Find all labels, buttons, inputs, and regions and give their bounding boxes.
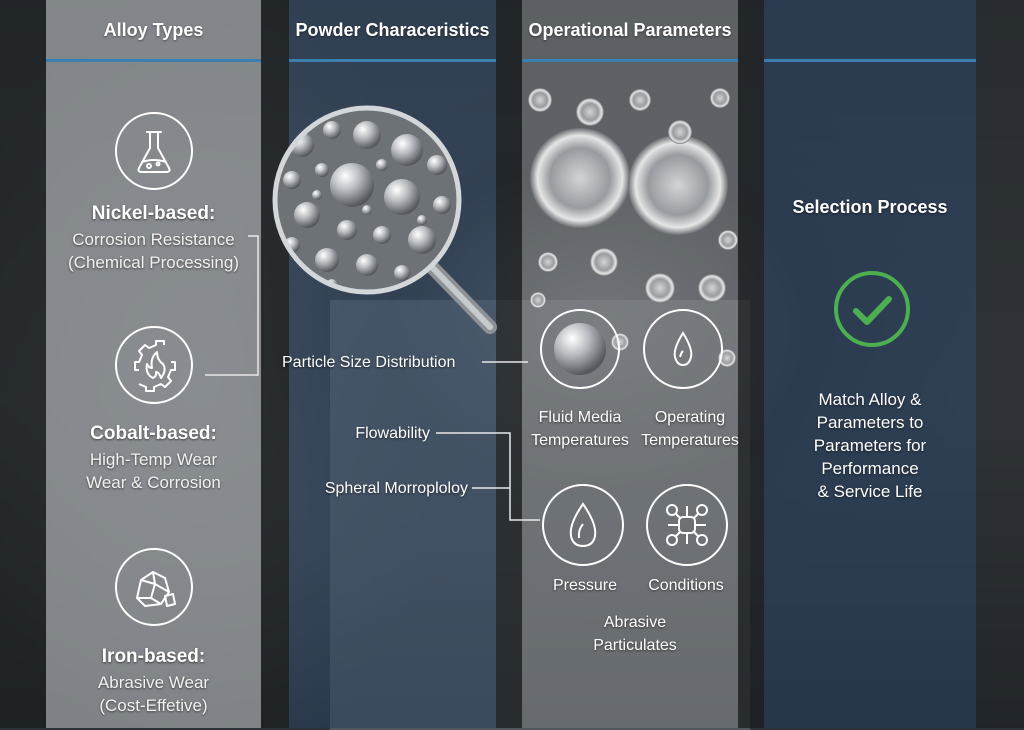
sphere-icon: [540, 309, 620, 389]
column-rule: [46, 59, 261, 62]
alloy-desc-iron-1: Abrasive Wear: [97, 673, 210, 692]
droplet-icon: [643, 309, 723, 389]
alloy-desc-cobalt-2: Wear & Corrosion: [86, 473, 221, 492]
background-pillar-right: [976, 0, 1024, 728]
selection-text-2: Parameters to: [816, 413, 924, 432]
label-fluid-media-1: Fluid Media: [538, 409, 622, 426]
label-flowability: Flowability: [355, 425, 430, 442]
label-operating-1: Operating: [654, 409, 726, 426]
selection-text-4: Performance: [821, 459, 919, 478]
background-pillar: [496, 0, 522, 728]
background-pillar: [261, 0, 289, 728]
label-abrasive-1: Abrasive: [603, 614, 667, 631]
column-rule: [764, 59, 976, 62]
label-fluid-media-2: Temperatures: [531, 432, 629, 449]
magnifier-powder-graphic: [272, 105, 497, 334]
column-selection-process: [764, 0, 976, 728]
alloy-name-nickel: Nickel-based:: [91, 203, 216, 224]
column-rule: [289, 59, 496, 62]
flame-gear-icon: [115, 326, 193, 404]
rock-icon: [115, 548, 193, 626]
column-rule: [522, 59, 738, 62]
label-particle-size: Particle Size Distribution: [282, 354, 456, 371]
selection-text-3: Parameters for: [813, 436, 927, 455]
background-pillar: [738, 0, 764, 728]
molecule-icon: [646, 484, 728, 566]
background-pillar-left: [0, 0, 46, 728]
column-title-operational: Operational Parameters: [528, 19, 732, 40]
selection-text-5: & Service Life: [817, 482, 923, 501]
checkmark-icon: [834, 271, 910, 347]
label-abrasive-2: Particulates: [593, 637, 677, 654]
alloy-desc-cobalt-1: High-Temp Wear: [89, 450, 218, 469]
label-spherical-morphology: Spheral Morroploloy: [324, 480, 468, 497]
alloy-name-iron: Iron-based:: [101, 646, 206, 667]
flask-icon: [115, 112, 193, 190]
selection-text-1: Match Alloy &: [818, 390, 922, 409]
alloy-desc-nickel-2: (Chemical Processing): [68, 253, 239, 272]
label-operating-2: Temperatures: [641, 432, 739, 449]
pressure-droplet-icon: [542, 484, 624, 566]
label-conditions: Conditions: [648, 577, 724, 594]
alloy-desc-iron-2: (Cost-Effetive): [99, 696, 208, 715]
selection-process-title: Selection Process: [792, 197, 948, 217]
alloy-name-cobalt: Cobalt-based:: [90, 423, 217, 444]
label-pressure: Pressure: [552, 577, 618, 594]
alloy-desc-nickel-1: Corrosion Resistance: [72, 230, 235, 249]
column-title-alloy-types: Alloy Types: [103, 19, 204, 40]
column-title-powder: Powder Characeristics: [295, 19, 490, 40]
